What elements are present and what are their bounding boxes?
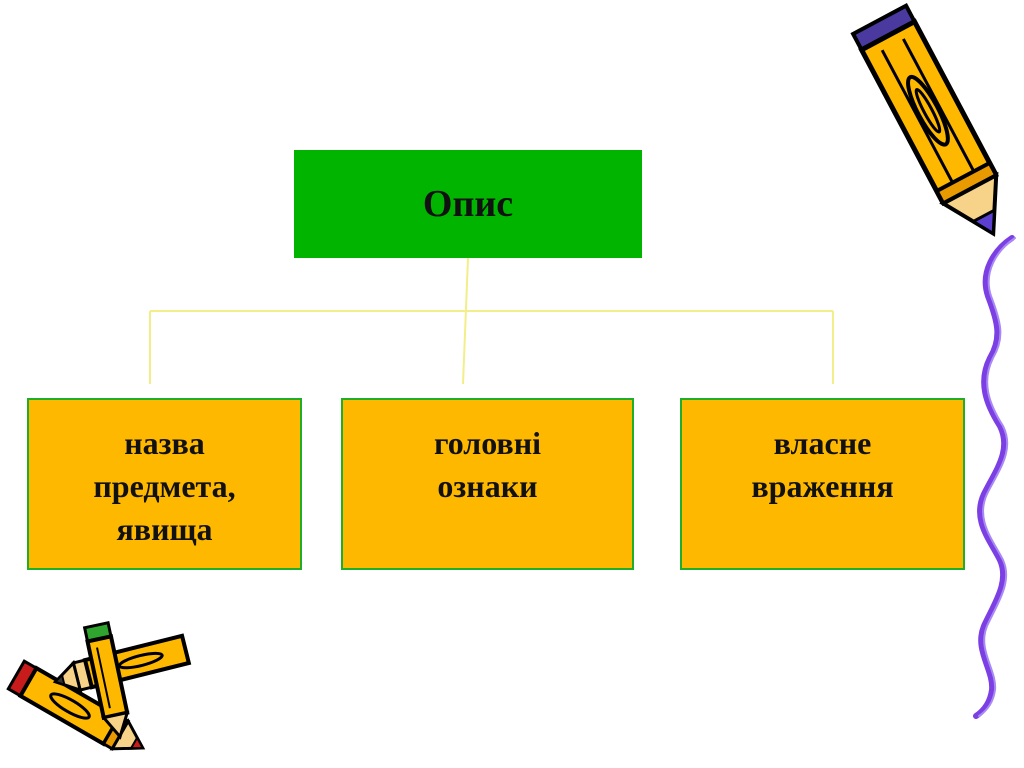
child-node-impression-label: власне враження: [751, 425, 894, 504]
child-node-name-label: назва предмета, явища: [93, 425, 236, 547]
root-node-label: Опис: [422, 183, 514, 225]
root-node: Опис: [294, 150, 642, 258]
child-node-features: головні ознаки: [341, 398, 634, 570]
child-node-features-label: головні ознаки: [433, 425, 542, 504]
child-node-name: назва предмета, явища: [27, 398, 302, 570]
connector-root-stem: [462, 257, 469, 385]
child-node-impression: власне враження: [680, 398, 965, 570]
